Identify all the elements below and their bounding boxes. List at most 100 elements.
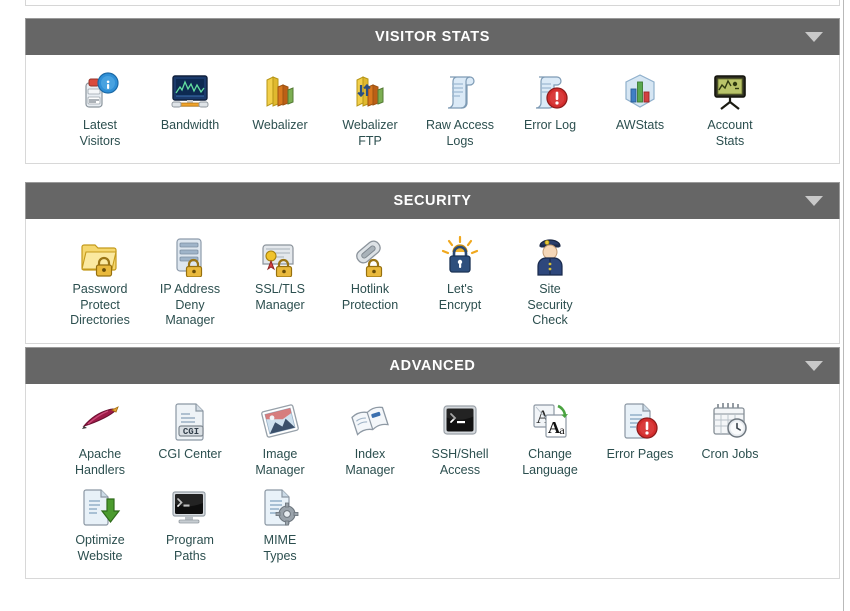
hotlink-protection-icon[interactable]	[346, 233, 394, 279]
tile-label-line: Error Pages	[606, 447, 674, 461]
tile-label-line: SSL/TLS	[254, 282, 306, 296]
tile-label-line: Types	[263, 548, 297, 563]
chevron-down-icon[interactable]	[805, 32, 823, 42]
tile-label-line: Raw Access	[425, 118, 495, 132]
tile-label-line: Apache	[78, 447, 122, 461]
image-manager-icon[interactable]	[256, 398, 304, 444]
lets-encrypt-icon[interactable]	[436, 233, 484, 279]
tile-label-line: Error Log	[523, 118, 577, 132]
svg-text:A: A	[548, 418, 561, 437]
tile-label-line: Cron Jobs	[701, 447, 759, 461]
tile-label-line: Site	[539, 282, 561, 296]
webalizer-ftp-icon[interactable]	[346, 69, 394, 115]
section-header-visitor-stats[interactable]: VISITOR STATS	[25, 18, 840, 55]
tile-label-line: Index	[354, 447, 386, 461]
chevron-down-icon[interactable]	[805, 361, 823, 371]
chevron-down-icon[interactable]	[805, 196, 823, 206]
latest-visitors-icon[interactable]	[76, 69, 124, 115]
apache-handlers-icon[interactable]	[76, 398, 124, 444]
tile-error-log[interactable]: Error Log	[505, 69, 595, 149]
tile-label-line: IP Address	[159, 282, 221, 296]
optimize-website-icon[interactable]	[76, 484, 124, 530]
page-right-edge	[843, 0, 850, 611]
bandwidth-icon[interactable]	[166, 69, 214, 115]
cron-jobs-icon[interactable]	[706, 398, 754, 444]
webalizer-icon[interactable]	[256, 69, 304, 115]
tile-label-line: Manager	[345, 462, 395, 477]
ssl-tls-manager-icon[interactable]	[256, 233, 304, 279]
mime-types-icon[interactable]	[256, 484, 304, 530]
tile-label: Error Pages	[607, 447, 674, 463]
tile-error-pages[interactable]: Error Pages	[595, 398, 685, 478]
ip-address-deny-manager-icon[interactable]	[166, 233, 214, 279]
tile-webalizer[interactable]: Webalizer	[235, 69, 325, 149]
tile-label-line: Account	[707, 118, 753, 132]
error-log-icon[interactable]	[526, 69, 574, 115]
tile-label-line: Change	[528, 447, 572, 461]
raw-access-logs-icon[interactable]	[436, 69, 484, 115]
tile-label-line: Access	[439, 462, 481, 477]
tile-label: Webalizer	[252, 118, 307, 134]
tile-label-line: Language	[522, 462, 578, 477]
tile-label-line: Stats	[715, 133, 745, 148]
tile-label-line: Hotlink	[350, 282, 390, 296]
site-security-check-icon[interactable]	[526, 233, 574, 279]
tile-awstats[interactable]: AWStats	[595, 69, 685, 149]
tile-label-line: Manager	[255, 297, 305, 312]
tile-bandwidth[interactable]: Bandwidth	[145, 69, 235, 149]
tile-label-line: Protect	[80, 297, 120, 312]
error-pages-icon[interactable]	[616, 398, 664, 444]
password-protect-directories-icon[interactable]	[76, 233, 124, 279]
tile-label-line: Paths	[174, 548, 206, 563]
tile-label-line: SSH/Shell	[431, 447, 489, 461]
program-paths-icon[interactable]	[166, 484, 214, 530]
tile-label-line: Encrypt	[438, 297, 482, 312]
tile-label-line: Webalizer	[252, 118, 308, 132]
tile-label-line: Security	[527, 297, 573, 312]
section-header-advanced[interactable]: ADVANCED	[25, 347, 840, 384]
ssh-shell-access-icon[interactable]	[436, 398, 484, 444]
section-header-security[interactable]: SECURITY	[25, 182, 840, 219]
tile-label-line: FTP	[358, 133, 382, 148]
cgi-center-icon[interactable]: CGI	[166, 398, 214, 444]
tile-label-line: Bandwidth	[160, 118, 220, 132]
tile-label-line: Protection	[341, 297, 399, 312]
awstats-icon[interactable]	[616, 69, 664, 115]
account-stats-icon[interactable]	[706, 69, 754, 115]
tile-cron-jobs[interactable]: Cron Jobs	[685, 398, 775, 478]
index-manager-icon[interactable]	[346, 398, 394, 444]
